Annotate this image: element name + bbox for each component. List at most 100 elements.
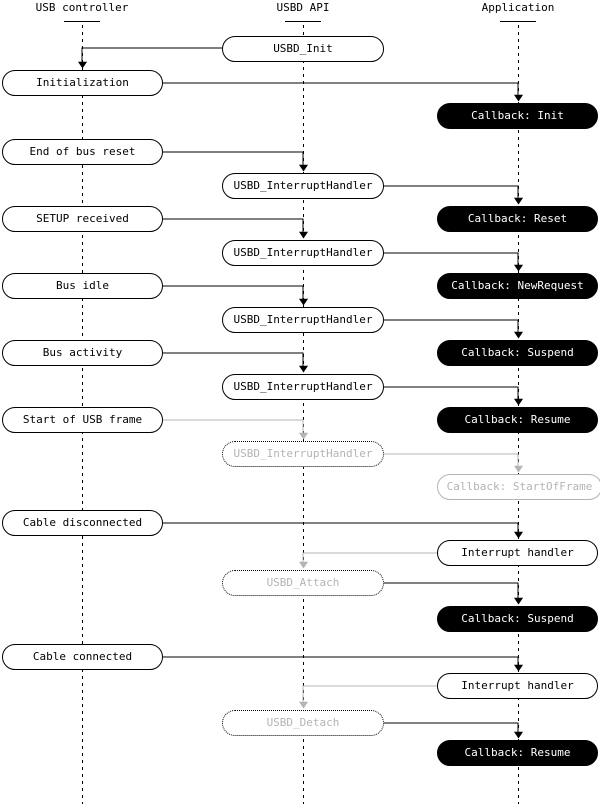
node-n15[interactable]: Callback: Resume xyxy=(437,407,598,433)
connector-c06 xyxy=(384,252,524,272)
connector-c17 xyxy=(298,685,437,709)
connector-line-c01 xyxy=(81,47,222,67)
node-label: Interrupt handler xyxy=(461,546,574,559)
node-n10[interactable]: Bus idle xyxy=(2,273,163,299)
node-label: Interrupt handler xyxy=(461,679,574,692)
arrowhead-c16 xyxy=(513,664,524,672)
node-label: End of bus reset xyxy=(29,145,136,158)
node-label: Callback: StartOfFrame xyxy=(446,480,593,493)
connector-line-c05 xyxy=(163,218,304,237)
node-label: USBD_InterruptHandler xyxy=(233,179,373,192)
connector-c03 xyxy=(163,151,309,172)
connector-c10 xyxy=(384,386,524,406)
node-label: Callback: Reset xyxy=(467,212,568,225)
node-label: Callback: Resume xyxy=(464,746,571,759)
node-label: Bus activity xyxy=(42,346,123,359)
connector-c15 xyxy=(384,582,524,605)
connector-c05 xyxy=(163,218,309,239)
node-n18[interactable]: Callback: StartOfFrame xyxy=(437,474,600,500)
node-label: Bus idle xyxy=(56,279,109,292)
node-n01[interactable]: USBD_Init xyxy=(222,36,384,62)
node-label: USBD_Attach xyxy=(266,576,340,589)
connector-c16 xyxy=(163,656,524,672)
connector-c12 xyxy=(384,453,524,473)
node-label: USBD_Detach xyxy=(266,716,340,729)
connector-line-c06 xyxy=(384,252,519,270)
node-n19[interactable]: Cable disconnected xyxy=(2,510,163,536)
connector-line-c10 xyxy=(384,386,519,404)
node-label: Start of USB frame xyxy=(22,413,143,426)
arrowhead-c10 xyxy=(513,398,524,406)
node-n11[interactable]: USBD_InterruptHandler xyxy=(222,307,384,333)
arrowhead-c15 xyxy=(513,597,524,605)
connector-c04 xyxy=(384,185,524,205)
node-label: Callback: Init xyxy=(471,109,564,122)
node-n09[interactable]: Callback: NewRequest xyxy=(437,273,598,299)
node-n23[interactable]: Cable connected xyxy=(2,644,163,670)
node-label: USBD_InterruptHandler xyxy=(233,447,373,460)
node-n13[interactable]: Bus activity xyxy=(2,340,163,366)
node-n03[interactable]: Callback: Init xyxy=(437,103,598,129)
arrowhead-c03 xyxy=(298,164,309,172)
node-n21[interactable]: USBD_Attach xyxy=(222,570,384,596)
connector-c08 xyxy=(384,319,524,339)
connector-c02 xyxy=(163,82,524,102)
node-n24[interactable]: Interrupt handler xyxy=(437,673,598,699)
arrowhead-c14 xyxy=(298,561,309,569)
arrowhead-c18 xyxy=(513,731,524,739)
connector-line-c02 xyxy=(163,82,519,100)
arrowhead-c04 xyxy=(513,197,524,205)
node-label: SETUP received xyxy=(36,212,129,225)
node-label: Callback: Suspend xyxy=(461,346,574,359)
arrowhead-c12 xyxy=(513,465,524,473)
node-n08[interactable]: USBD_InterruptHandler xyxy=(222,240,384,266)
lane-title-usb-controller: USB controller xyxy=(35,1,129,14)
node-n04[interactable]: End of bus reset xyxy=(2,139,163,165)
connector-line-c14 xyxy=(302,552,437,567)
node-n07[interactable]: SETUP received xyxy=(2,206,163,232)
arrowhead-c01 xyxy=(77,61,88,69)
connector-line-c03 xyxy=(163,151,304,170)
connector-line-c04 xyxy=(384,185,519,203)
arrowhead-c09 xyxy=(298,365,309,373)
connector-c14 xyxy=(298,552,437,569)
arrowhead-c06 xyxy=(513,264,524,272)
node-label: Cable connected xyxy=(32,650,133,663)
arrowhead-c05 xyxy=(298,231,309,239)
connector-c18 xyxy=(384,722,524,739)
node-n06[interactable]: Callback: Reset xyxy=(437,206,598,232)
node-n26[interactable]: Callback: Resume xyxy=(437,740,598,766)
lane-title-usbd-api: USBD API xyxy=(276,1,330,14)
arrowhead-c17 xyxy=(298,701,309,709)
node-n12[interactable]: Callback: Suspend xyxy=(437,340,598,366)
node-n14[interactable]: USBD_InterruptHandler xyxy=(222,374,384,400)
connector-line-c13 xyxy=(163,522,519,537)
node-n20[interactable]: Interrupt handler xyxy=(437,540,598,566)
arrowhead-c11 xyxy=(298,432,309,440)
arrowhead-c07 xyxy=(298,298,309,306)
lane-title-application: Application xyxy=(481,1,555,14)
node-n25[interactable]: USBD_Detach xyxy=(222,710,384,736)
node-label: USBD_InterruptHandler xyxy=(233,380,373,393)
connector-c11 xyxy=(163,419,309,440)
arrowhead-c08 xyxy=(513,331,524,339)
node-label: Callback: Resume xyxy=(464,413,571,426)
node-n16[interactable]: Start of USB frame xyxy=(2,407,163,433)
node-n22[interactable]: Callback: Suspend xyxy=(437,606,598,632)
connector-c01 xyxy=(77,47,222,69)
connector-line-c09 xyxy=(163,352,304,371)
connector-c13 xyxy=(163,522,524,539)
node-label: USBD_InterruptHandler xyxy=(233,313,373,326)
connector-line-c15 xyxy=(384,582,519,603)
node-n05[interactable]: USBD_InterruptHandler xyxy=(222,173,384,199)
connector-line-c17 xyxy=(302,685,437,707)
connector-c07 xyxy=(163,285,309,306)
connector-line-c18 xyxy=(384,722,519,737)
node-n02[interactable]: Initialization xyxy=(2,70,163,96)
connector-line-c07 xyxy=(163,285,304,304)
node-label: Callback: Suspend xyxy=(461,612,574,625)
node-n17[interactable]: USBD_InterruptHandler xyxy=(222,441,384,467)
node-label: USBD_Init xyxy=(273,42,333,55)
arrowhead-c02 xyxy=(513,94,524,102)
